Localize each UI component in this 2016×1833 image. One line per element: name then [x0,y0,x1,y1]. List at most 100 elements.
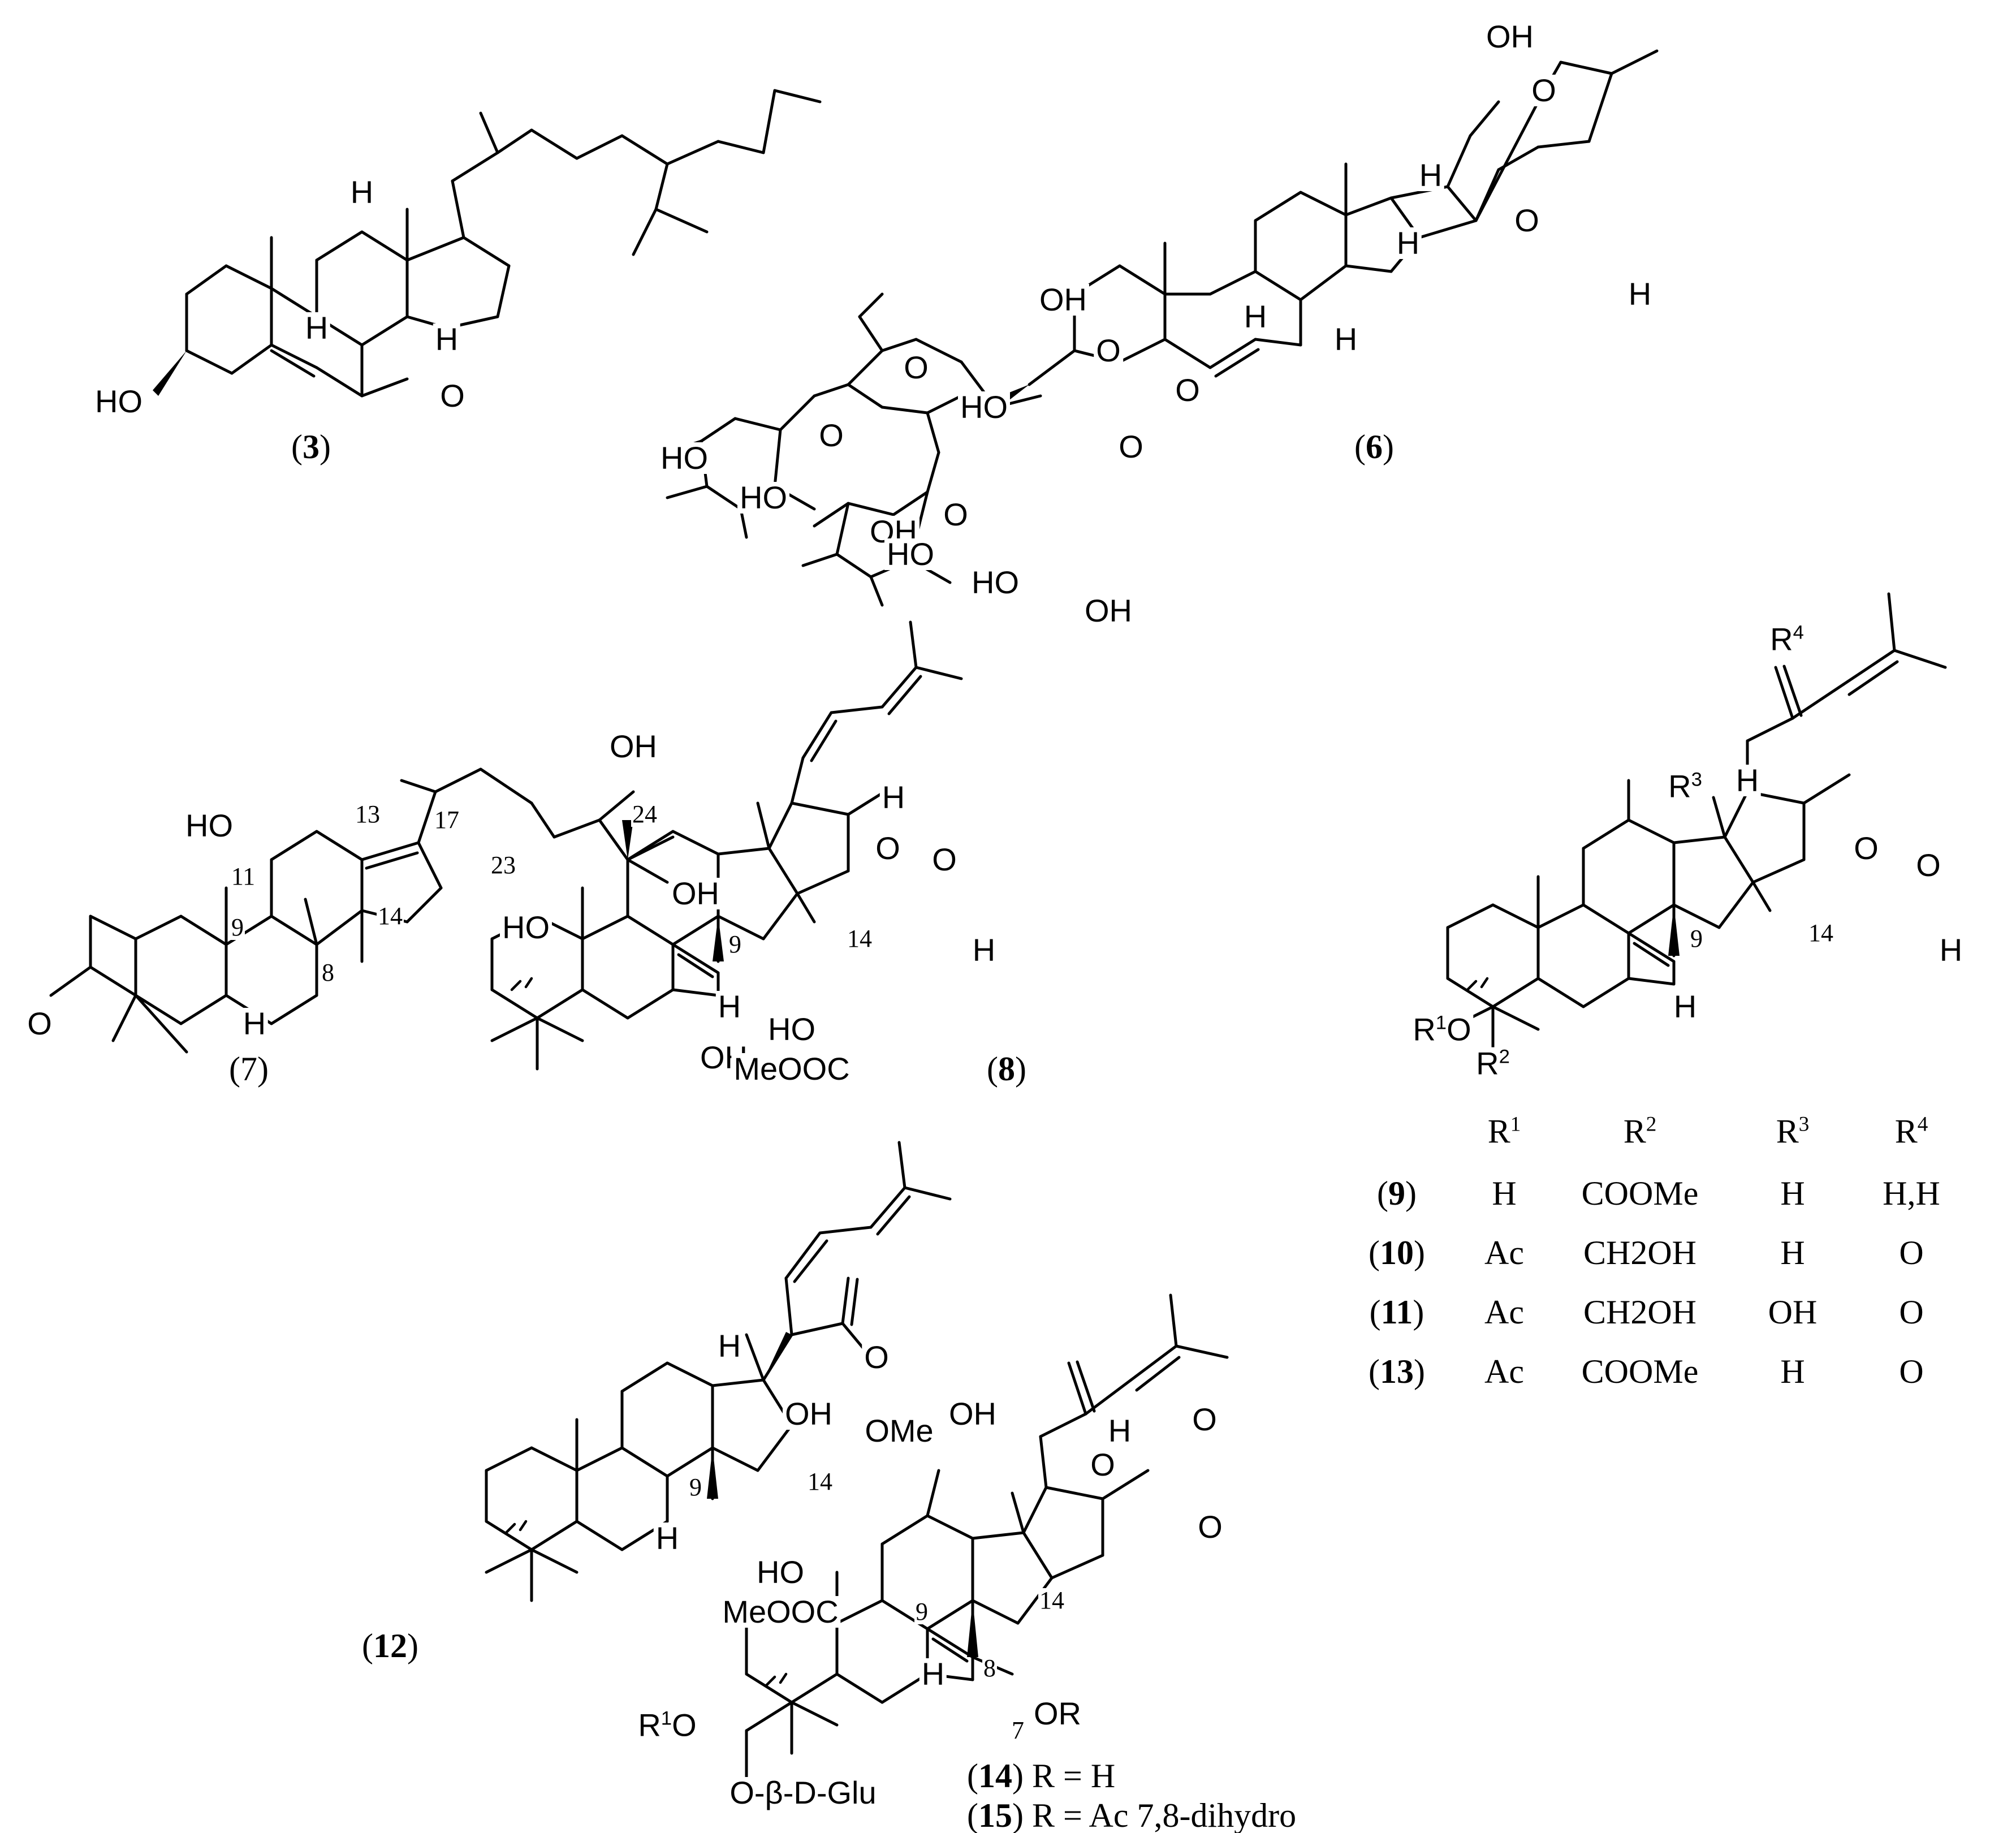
atom-o: O [1190,1404,1219,1435]
position-14: 14 [1038,1586,1065,1614]
atom-o: O [862,1342,891,1373]
atom-h: H [433,324,461,355]
atom-h: H [919,1658,947,1690]
table-cell: COOMe [1581,1175,1699,1212]
atom-oh: OH [1484,21,1536,53]
atom-h: H [1417,159,1445,191]
position-9: 9 [688,1473,703,1501]
compound-label: (12) [362,1627,418,1664]
position-9: 9 [230,913,245,941]
atom-h: H [1733,765,1762,796]
atom-meooc: MeOOC [720,1596,841,1628]
atom-h: H [1937,934,1965,966]
r3-label: R3 [1666,770,1704,803]
position-14: 14 [846,925,873,952]
atom-h: H [1106,1415,1134,1447]
atom-o: O [941,499,970,531]
atom-ho: HO [766,1013,818,1045]
table-header-r2: R2 [1623,1112,1657,1150]
table-cell: H,H [1883,1175,1940,1212]
atom-oh: OH [670,878,722,909]
compound-8-skeleton [490,620,963,1071]
compound-label: (6) [1354,428,1394,465]
atom-o: O [1512,205,1542,236]
legend-14: (14) R = H [967,1757,1116,1795]
atom-ho: HO [183,810,235,842]
atom-o: O [1529,75,1559,106]
atom-or: OR [1031,1698,1083,1730]
atom-h: H [715,1330,744,1362]
atom-glu: O-β-D-Glu [727,1777,879,1809]
atom-o: O [873,833,903,864]
atom-o: O [25,1008,54,1040]
atom-h: H [303,312,331,344]
atom-h: H [715,991,744,1023]
atom-oh: OH [1082,595,1134,627]
table-cell: CH2OH [1583,1234,1697,1271]
atom-oh: OH [607,731,659,762]
legend-15: (15) R = Ac 7,8-dihydro [967,1797,1297,1833]
atom-ho: HO [658,442,710,474]
atom-oh: OH [947,1398,999,1430]
atom-h: H [1241,301,1270,333]
atom-h: H [348,176,376,208]
position-14: 14 [806,1468,834,1495]
table-header-r4: R4 [1894,1112,1928,1150]
position-13: 13 [354,800,381,828]
table-cell: H [1780,1175,1805,1212]
atom-o: O [1914,849,1943,881]
position-8: 8 [982,1654,997,1682]
position-14: 14 [377,902,404,930]
table-cell: H [1780,1234,1805,1271]
atom-ho: HO [754,1556,806,1588]
r2-label: R2 [1474,1047,1512,1080]
r1o-label: R1O [636,1709,699,1741]
compound-6-skeleton [666,49,1659,607]
wedge-bonds [153,351,1680,1657]
atom-ho: HO [500,912,552,943]
atom-o: O [930,844,959,875]
atom-o: O [1851,833,1881,864]
atom-o: O [438,380,467,412]
table-row-label: (11) [1369,1293,1424,1331]
atom-h: H [1394,227,1422,259]
position-14: 14 [1807,919,1834,947]
table-cell: H [1492,1175,1517,1212]
position-8: 8 [321,959,335,986]
table-cell: Ac [1484,1234,1524,1271]
position-17: 17 [433,806,460,834]
atom-o: O [1173,374,1202,406]
position-9: 9 [728,930,742,958]
position-24: 24 [631,800,658,828]
table-cell: Ac [1484,1293,1524,1331]
atom-oh: OH [1037,284,1089,316]
compound-9-skeleton [1446,592,1947,1059]
position-9: 9 [914,1598,929,1625]
atom-oh: OH [783,1398,835,1430]
table-cell: CH2OH [1583,1293,1697,1331]
table-row-label: (13) [1369,1353,1425,1390]
compound-14-skeleton [745,1293,1229,1783]
atom-ho: HO [958,391,1010,423]
atom-ho: HO [93,386,145,417]
atom-h: H [970,934,998,966]
atom-o: O [1116,431,1146,463]
table-row-label: (10) [1369,1234,1425,1271]
atom-h: H [240,1008,269,1040]
table-cell: OH [1768,1293,1818,1331]
atom-h: H [1332,324,1360,355]
position-9: 9 [1689,925,1704,952]
position-23: 23 [490,851,517,879]
atom-meooc: MeOOC [731,1053,852,1085]
compound-label: (3) [291,428,331,465]
table-cell: O [1899,1353,1924,1390]
hashed-bonds [504,977,1489,1687]
compound-label: (8) [987,1050,1026,1088]
atom-ho: HO [737,482,789,514]
atom-ho: HO [884,538,936,570]
compound-label: (7) [229,1050,269,1088]
atom-o: O [1195,1511,1225,1543]
atom-ome: OMe [862,1415,936,1447]
